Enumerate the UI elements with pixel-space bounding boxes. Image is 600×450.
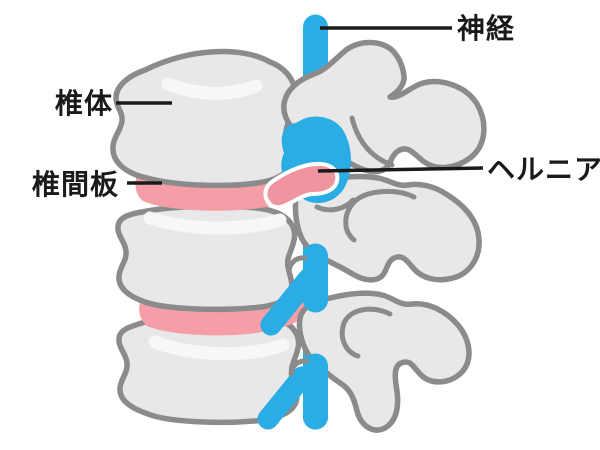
posterior-arch-2 <box>292 173 482 283</box>
nerve-sleeve-line-low <box>288 358 310 377</box>
bone-highlight-2 <box>143 211 287 235</box>
leader-line-hernia <box>317 166 484 173</box>
facet-line-3 <box>339 306 393 359</box>
label-vertebral-body: 椎体 <box>55 88 113 119</box>
nerve-sleeve-line-mid <box>286 255 308 274</box>
bone-highlight-1 <box>161 77 263 100</box>
bone-highlight-3 <box>148 335 290 361</box>
label-hernia: ヘルニア <box>487 154 600 185</box>
nerve-root-mid <box>260 267 320 336</box>
vertebral-body-1 <box>110 48 299 189</box>
nerve-sleeve-line <box>314 197 356 213</box>
label-disc: 椎間板 <box>32 169 119 200</box>
label-nerve: 神経 <box>457 12 515 44</box>
facet-line-1 <box>349 115 395 168</box>
nerve-root-low <box>257 366 313 430</box>
